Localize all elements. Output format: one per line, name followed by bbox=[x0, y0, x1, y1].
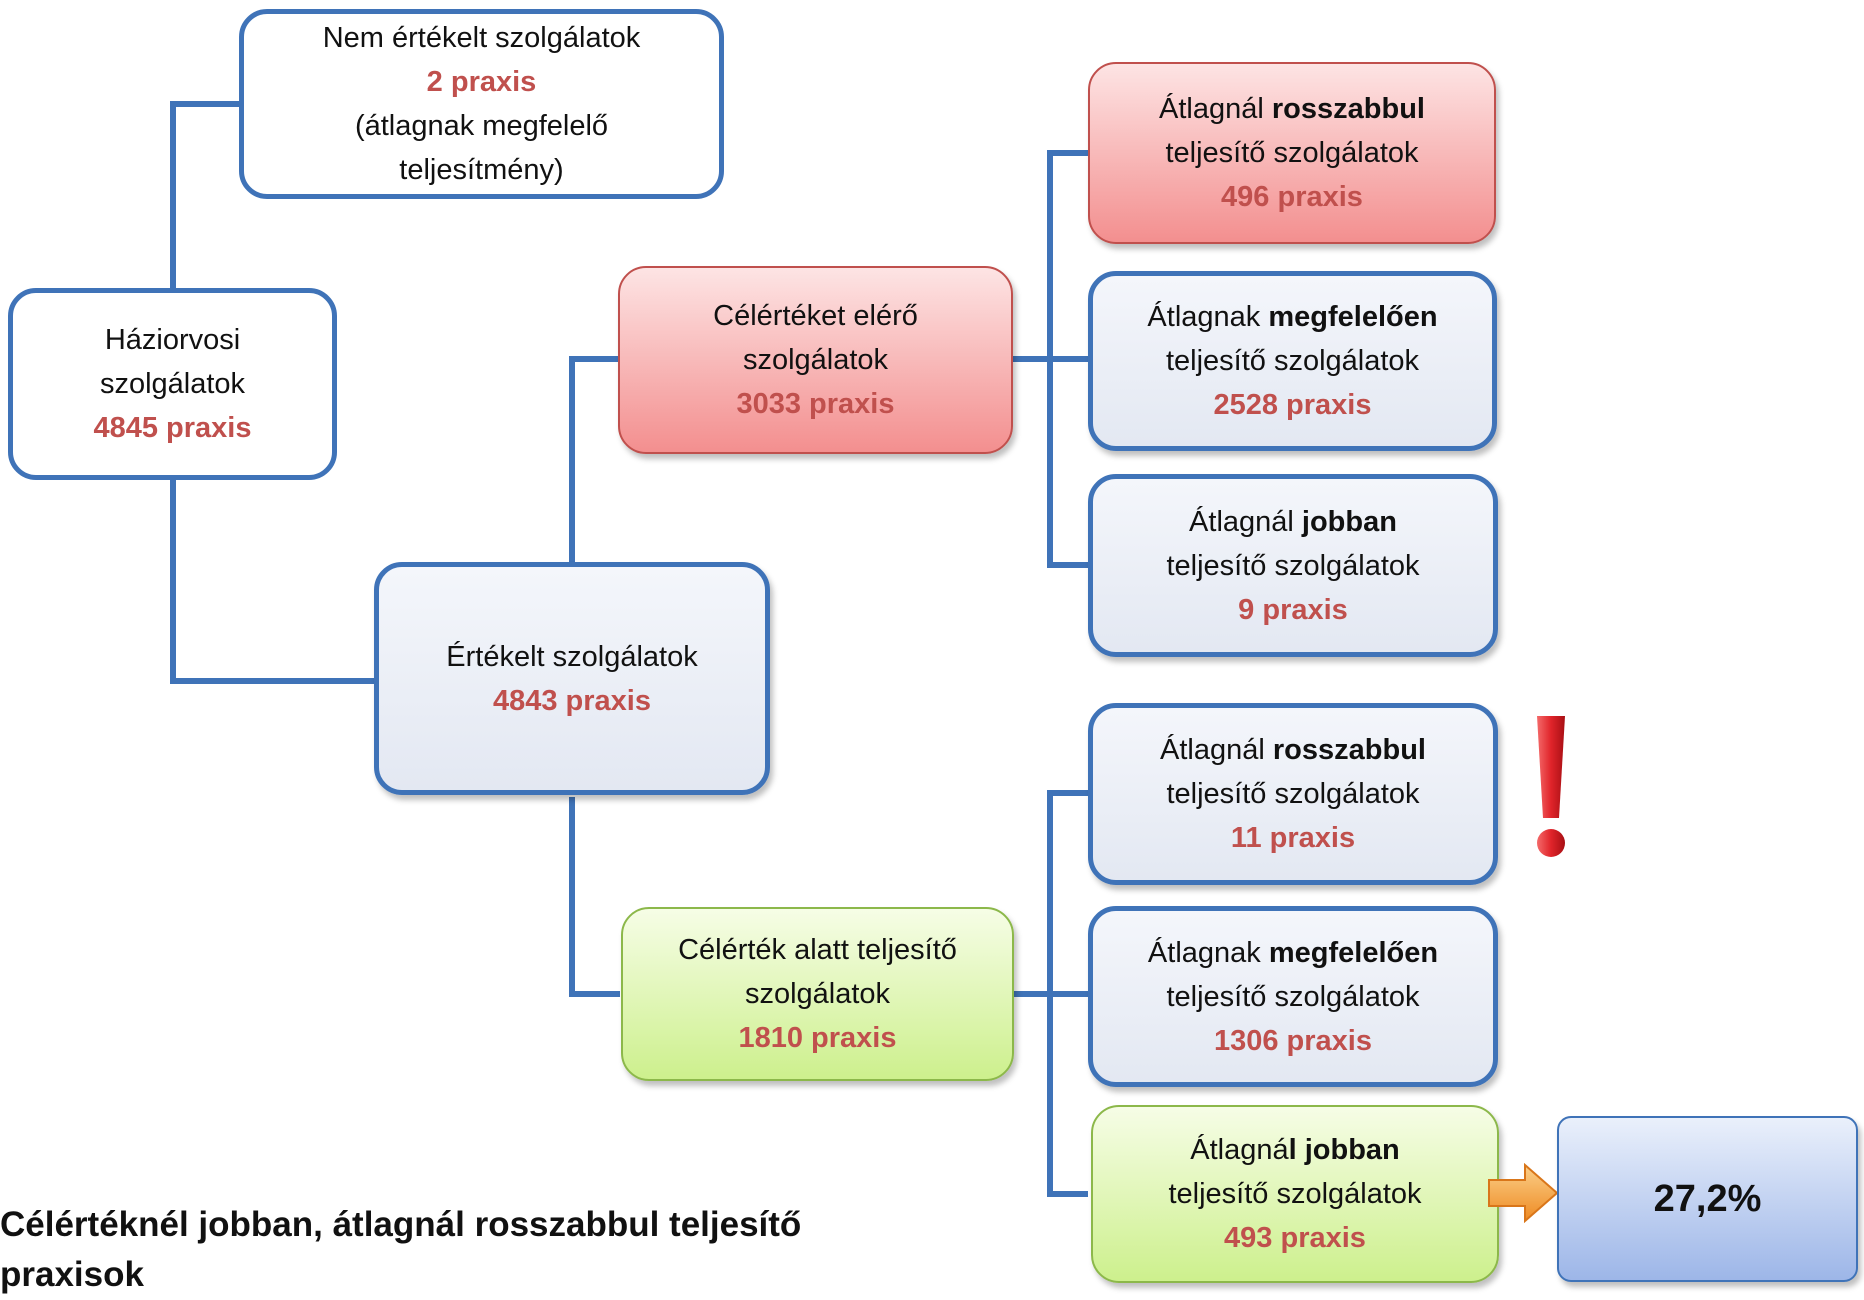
node-celerteket-elero-praxis: 3033 praxis bbox=[736, 388, 895, 420]
node-upper-jobban-line2: teljesítő szolgálatok bbox=[1166, 549, 1420, 582]
node-upper-rosszabbul-pre: Átlagnál bbox=[1159, 93, 1272, 125]
node-nem-ertekelt-praxis: 2 praxis bbox=[426, 66, 537, 98]
node-upper-jobban-bold: jobban bbox=[1301, 505, 1397, 538]
node-upper-megfeleloen: Átlagnak megfelelően teljesítő szolgálat… bbox=[1088, 271, 1497, 451]
node-lower-rosszabbul-bold: rosszabbul bbox=[1272, 734, 1426, 766]
node-celertek-alatt-line1: Célérték alatt teljesítő bbox=[678, 934, 957, 966]
node-haziorvosi: Háziorvosi szolgálatok 4845 praxis bbox=[8, 288, 337, 480]
node-upper-rosszabbul: Átlagnál rosszabbul teljesítő szolgálato… bbox=[1088, 62, 1496, 244]
node-upper-jobban-praxis: 9 praxis bbox=[1238, 593, 1348, 626]
node-lower-megfeleloen-line2: teljesítő szolgálatok bbox=[1166, 980, 1420, 1013]
node-nem-ertekelt-line1: Nem értékelt szolgálatok bbox=[322, 22, 641, 54]
node-upper-megfeleloen-line1: Átlagnak megfelelően bbox=[1147, 295, 1437, 339]
node-celerteket-elero-line2: szolgálatok bbox=[742, 344, 889, 376]
node-upper-rosszabbul-line2: teljesítő szolgálatok bbox=[1165, 137, 1419, 169]
node-haziorvosi-line2: szolgálatok bbox=[99, 368, 246, 400]
node-nem-ertekelt-line4: teljesítmény) bbox=[399, 154, 564, 186]
node-celertek-alatt-praxis: 1810 praxis bbox=[738, 1022, 897, 1054]
node-lower-jobban: Átlagnál jobban teljesítő szolgálatok 49… bbox=[1091, 1105, 1499, 1283]
node-lower-jobban-line1: Átlagnál jobban bbox=[1190, 1128, 1400, 1172]
node-lower-jobban-pre: Átlagná bbox=[1190, 1134, 1289, 1166]
arrow-right-icon bbox=[1488, 1163, 1559, 1223]
node-lower-rosszabbul-line2: teljesítő szolgálatok bbox=[1166, 778, 1420, 810]
node-haziorvosi-praxis: 4845 praxis bbox=[93, 412, 252, 444]
node-haziorvosi-line1: Háziorvosi bbox=[104, 324, 241, 356]
node-upper-megfeleloen-praxis: 2528 praxis bbox=[1213, 389, 1372, 421]
exclamation-icon bbox=[1537, 716, 1565, 857]
node-lower-megfeleloen-bold: megfelelően bbox=[1268, 936, 1439, 969]
node-upper-rosszabbul-line1: Átlagnál rosszabbul bbox=[1159, 87, 1425, 131]
node-nem-ertekelt-line3: (átlagnak megfelelő bbox=[354, 110, 609, 142]
node-lower-megfeleloen: Átlagnak megfelelően teljesítő szolgálat… bbox=[1088, 906, 1498, 1087]
node-upper-jobban-pre: Átlagnál bbox=[1189, 505, 1302, 538]
node-lower-megfeleloen-line1: Átlagnak megfelelően bbox=[1148, 931, 1438, 975]
node-ertekelt-praxis: 4843 praxis bbox=[492, 684, 651, 717]
node-nem-ertekelt: Nem értékelt szolgálatok 2 praxis (átlag… bbox=[239, 9, 724, 199]
node-upper-rosszabbul-bold: rosszabbul bbox=[1271, 93, 1425, 125]
node-lower-rosszabbul-line1: Átlagnál rosszabbul bbox=[1160, 728, 1426, 772]
node-upper-megfeleloen-bold: megfelelően bbox=[1268, 301, 1438, 333]
node-lower-megfeleloen-praxis: 1306 praxis bbox=[1213, 1024, 1372, 1057]
node-ertekelt: Értékelt szolgálatok 4843 praxis bbox=[374, 562, 770, 795]
node-upper-megfeleloen-pre: Átlagnak bbox=[1147, 301, 1269, 333]
node-ertekelt-line1: Értékelt szolgálatok bbox=[446, 640, 698, 673]
node-celertek-alatt: Célérték alatt teljesítő szolgálatok 181… bbox=[621, 907, 1014, 1081]
node-lower-rosszabbul: Átlagnál rosszabbul teljesítő szolgálato… bbox=[1088, 703, 1498, 885]
node-upper-jobban-line1: Átlagnál jobban bbox=[1189, 500, 1397, 544]
node-celerteket-elero-line1: Célértéket elérő bbox=[713, 300, 918, 332]
node-lower-jobban-line2: teljesítő szolgálatok bbox=[1168, 1178, 1422, 1210]
percent-value: 27,2% bbox=[1653, 1177, 1762, 1220]
percent-box: 27,2% bbox=[1557, 1116, 1858, 1282]
node-upper-rosszabbul-praxis: 496 praxis bbox=[1221, 181, 1363, 213]
node-lower-rosszabbul-pre: Átlagnál bbox=[1160, 734, 1273, 766]
note-text: Célértéknél jobban, átlagnál rosszabbul … bbox=[0, 1205, 802, 1294]
node-lower-jobban-praxis: 493 praxis bbox=[1224, 1222, 1366, 1254]
node-lower-rosszabbul-praxis: 11 praxis bbox=[1230, 822, 1356, 854]
node-lower-jobban-bold: l jobban bbox=[1288, 1134, 1400, 1166]
node-upper-megfeleloen-line2: teljesítő szolgálatok bbox=[1165, 345, 1420, 377]
node-celerteket-elero: Célértéket elérő szolgálatok 3033 praxis bbox=[618, 266, 1013, 454]
node-upper-jobban: Átlagnál jobban teljesítő szolgálatok 9 … bbox=[1088, 474, 1498, 657]
node-celertek-alatt-line2: szolgálatok bbox=[744, 978, 891, 1010]
node-lower-megfeleloen-pre: Átlagnak bbox=[1147, 936, 1269, 969]
